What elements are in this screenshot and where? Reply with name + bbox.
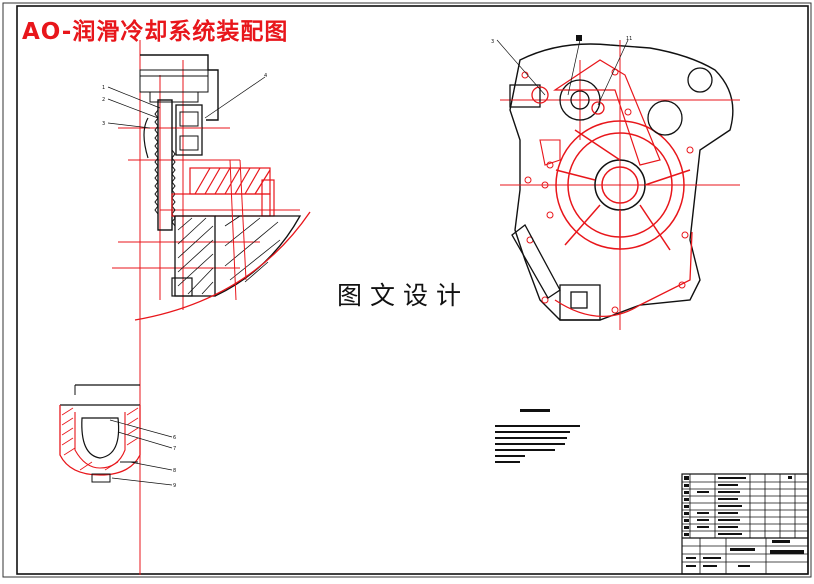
- balloon-left-2: 2: [102, 97, 105, 103]
- left-bottom-balloons: [109, 419, 173, 486]
- title-block: [681, 473, 809, 575]
- technical-notes: [495, 409, 580, 463]
- balloon-left-7: 7: [173, 446, 176, 452]
- balloon-marker: [576, 35, 582, 41]
- drawing-title: AO-润滑冷却系统装配图: [22, 19, 289, 45]
- balloon-left-1: 1: [102, 85, 105, 91]
- balloon-left-9: 9: [173, 483, 176, 489]
- balloon-left-3: 3: [102, 121, 105, 127]
- balloon-right-11: 11: [626, 36, 632, 42]
- balloon-left-6: 6: [173, 435, 176, 441]
- left-top-balloons: [107, 76, 266, 129]
- left-section-view: [112, 40, 311, 575]
- balloon-left-8: 8: [173, 468, 176, 474]
- title-block-fills: [684, 476, 804, 567]
- balloon-right-3: 3: [491, 39, 494, 45]
- right-top-balloons: [496, 39, 629, 106]
- right-front-view: [500, 40, 740, 330]
- oil-pan-detail: [59, 384, 141, 483]
- inner-frame: [16, 5, 809, 575]
- watermark-text: 图文设计: [337, 281, 470, 310]
- balloon-left-4: 4: [264, 73, 267, 79]
